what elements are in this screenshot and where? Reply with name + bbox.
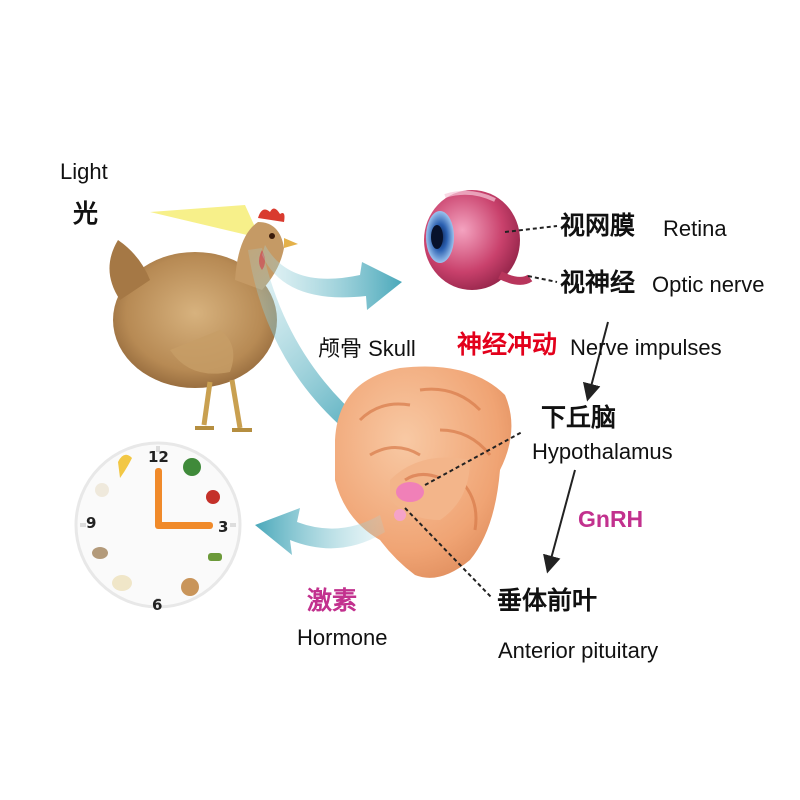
food-beans — [208, 553, 222, 561]
retina-label-cn: 视网膜 — [560, 211, 636, 240]
pituitary-label-en: Anterior pituitary — [498, 638, 659, 663]
optic-nerve-leader — [527, 275, 558, 283]
hen-illustration — [109, 208, 298, 432]
clock-illustration: 12 3 6 9 — [74, 441, 242, 614]
clock-hour-hand — [155, 468, 162, 528]
clock-number-3: 3 — [218, 518, 228, 536]
impulse-arrow — [582, 321, 609, 402]
brain-illustration — [335, 366, 512, 578]
light-label-cn: 光 — [73, 199, 99, 228]
nerve-impulses-label-en: Nerve impulses — [570, 335, 722, 360]
hormone-label-en: Hormone — [297, 625, 388, 650]
retina-leader — [504, 225, 558, 233]
arrow-to-clock — [255, 508, 385, 555]
clock-ticks — [80, 446, 236, 604]
clock-number-6: 6 — [152, 596, 162, 614]
clock-minute-hand — [155, 522, 213, 529]
skull-label: 颅骨 Skull — [318, 336, 416, 361]
food-garlic — [112, 575, 132, 591]
food-nuts — [181, 578, 199, 596]
light-beam — [150, 205, 260, 238]
hypothalamus-label-en: Hypothalamus — [532, 439, 673, 464]
hypothalamus-leader — [424, 431, 523, 486]
optic-nerve-label-en: Optic nerve — [652, 272, 765, 297]
food-banana — [118, 454, 132, 478]
gnrh-label: GnRH — [578, 506, 644, 532]
food-rice — [95, 483, 109, 497]
clock-number-9: 9 — [86, 514, 96, 532]
gnrh-arrow — [543, 469, 576, 574]
hormone-label-cn: 激素 — [307, 586, 358, 615]
hypothalamus-label-cn: 下丘脑 — [541, 403, 617, 432]
retina-label-en: Retina — [663, 216, 727, 241]
food-snail — [92, 547, 108, 559]
food-broccoli — [183, 458, 201, 476]
arrow-to-eye — [262, 245, 402, 310]
eye-illustration — [424, 190, 533, 290]
nerve-impulses-label-cn: 神经冲动 — [457, 330, 558, 359]
light-label-en: Light — [60, 159, 108, 184]
food-tomato — [206, 490, 220, 504]
clock-number-12: 12 — [148, 448, 169, 466]
optic-nerve-label-cn: 视神经 — [560, 268, 636, 297]
pituitary-label-cn: 垂体前叶 — [497, 586, 598, 615]
